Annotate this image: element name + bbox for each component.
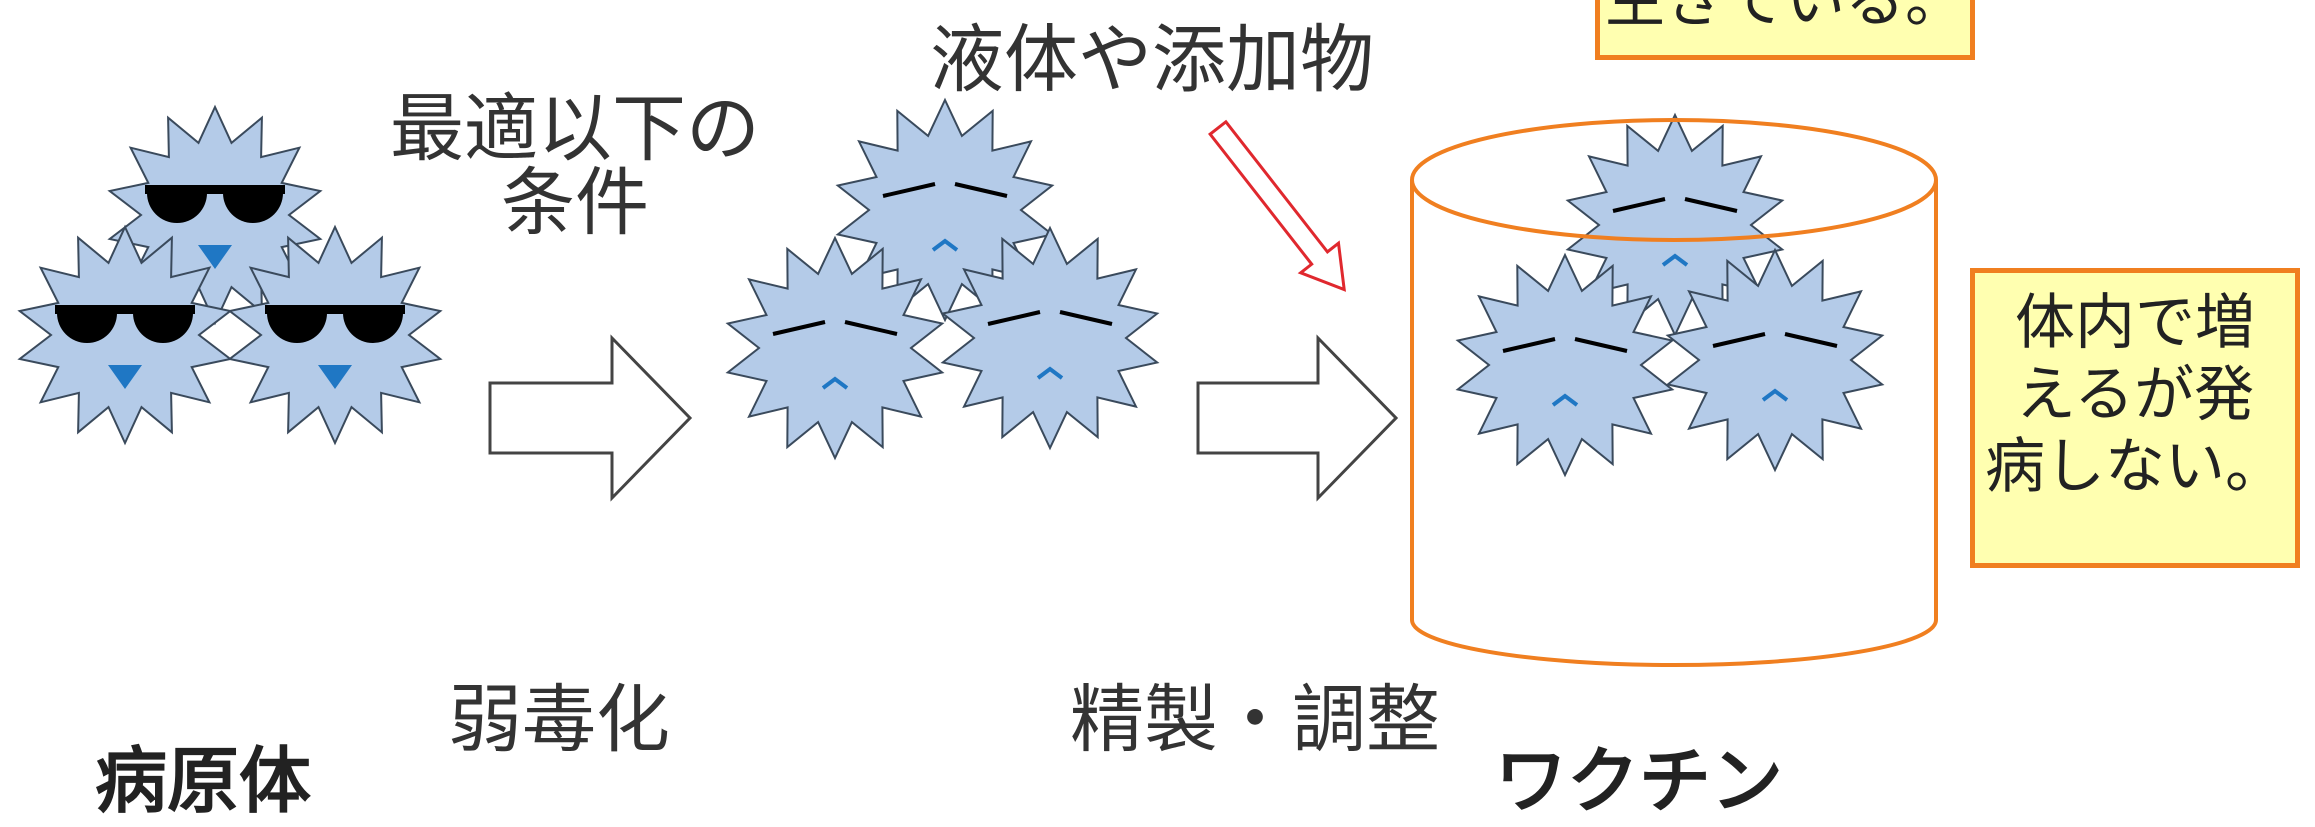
viruses-layer <box>17 97 1885 478</box>
weak-virus-icon <box>835 97 1055 323</box>
liquid-additives-label: 液体や添加物 <box>930 17 1374 103</box>
weak-virus-icon <box>1665 247 1885 473</box>
pathogen-virus-icon <box>17 224 233 446</box>
attenuation-label: 弱毒化 <box>448 677 670 763</box>
process-arrow-2 <box>1196 334 1399 502</box>
suboptimal-conditions-label: 最適以下の 条件 <box>390 86 760 246</box>
weak-virus-icon <box>1455 252 1675 478</box>
pathogen-label: 病原体 <box>95 739 312 823</box>
vaccine-label: ワクチン <box>1495 739 1784 823</box>
right-note-box: 体内で増 えるが発 病しない。 <box>1970 268 2300 568</box>
weak-virus-icon <box>725 235 945 461</box>
process-arrow-1 <box>488 334 693 502</box>
purification-label: 精製・調整 <box>1070 677 1440 763</box>
vaccine-container <box>1410 118 1938 667</box>
additive-arrow <box>1208 119 1347 292</box>
weak-virus-icon <box>940 225 1160 451</box>
pathogen-virus-icon <box>227 224 443 446</box>
top-note-box: 生きている。 <box>1595 0 1975 60</box>
